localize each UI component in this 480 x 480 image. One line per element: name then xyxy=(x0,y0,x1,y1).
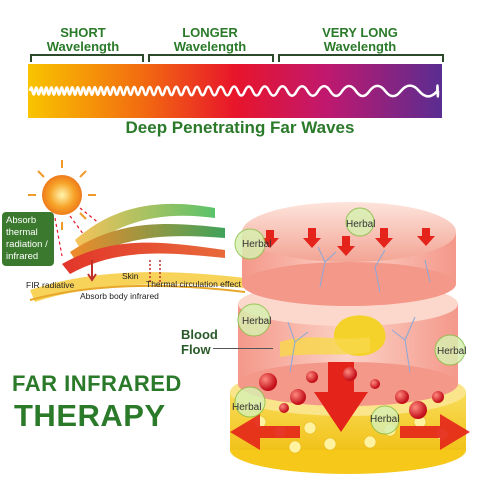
herbal-label: Herbal xyxy=(346,219,376,230)
absorb-radiation-box: Absorb thermal radiation / infrared xyxy=(2,212,54,266)
fir-radiative-label: FIR radiative xyxy=(26,280,75,290)
absorb-body-infrared-label: Absorb body infrared xyxy=(80,291,159,301)
herbal-label: Herbal xyxy=(437,346,467,357)
blood-flow-pointer xyxy=(213,348,273,349)
sun-icon xyxy=(28,160,96,230)
wavelength-spectrum-bar xyxy=(28,64,442,118)
thermal-circulation-label: Thermal circulation effect xyxy=(146,279,241,289)
herbal-label: Herbal xyxy=(242,316,272,327)
herbal-label: Herbal xyxy=(232,402,262,413)
herbal-label: Herbal xyxy=(370,414,400,425)
skin-label: Skin xyxy=(122,271,139,281)
tissue-layers-illustration xyxy=(230,202,470,474)
spectrum-caption: Deep Penetrating Far Waves xyxy=(125,118,355,137)
herbal-label: Herbal xyxy=(242,239,272,250)
short-bracket xyxy=(30,54,144,62)
far-infrared-title: FAR INFRARED xyxy=(12,371,182,396)
therapy-title: THERAPY xyxy=(14,398,166,433)
longer-bracket xyxy=(148,54,274,62)
very-long-bracket xyxy=(278,54,444,62)
sun-skin-diagram xyxy=(28,160,246,302)
